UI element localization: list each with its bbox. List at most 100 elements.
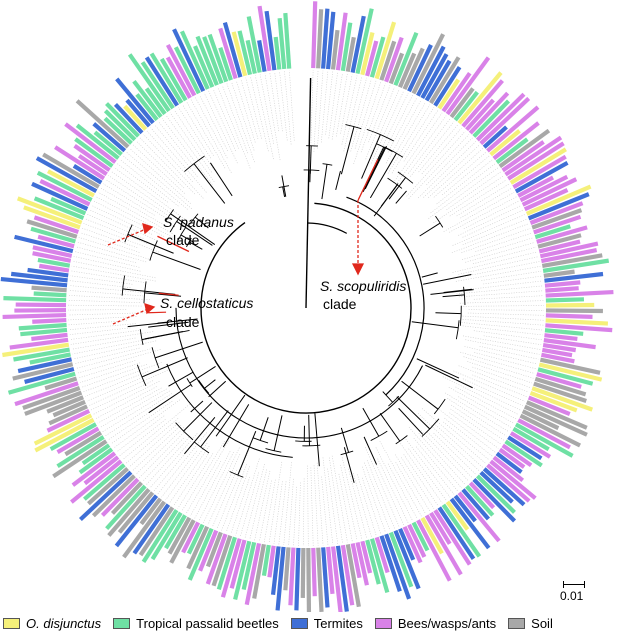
leaf-leader — [449, 412, 499, 449]
leaf-leader — [68, 295, 150, 300]
leaf-leader — [278, 481, 287, 545]
habitat-bar — [479, 96, 531, 146]
tree-arc — [397, 171, 414, 184]
habitat-bar — [165, 56, 192, 99]
habitat-bar — [355, 8, 374, 75]
tree-arc — [200, 202, 412, 414]
leaf-leader — [264, 73, 281, 161]
leaf-leader — [72, 260, 156, 279]
habitat-bar — [398, 52, 417, 88]
leaf-leader — [71, 265, 156, 282]
leaf-leader — [77, 241, 147, 263]
leaf-leader — [70, 330, 139, 340]
leaf-leader — [142, 437, 184, 482]
habitat-bar — [536, 372, 582, 389]
leaf-leader — [113, 167, 185, 220]
habitat-bar — [519, 413, 581, 448]
leaf-leader — [435, 424, 483, 468]
leaf-leader — [460, 325, 543, 336]
leaf-leader — [350, 79, 372, 152]
leaf-leader — [413, 437, 459, 492]
habitat-bar — [2, 342, 70, 358]
leaf-leader — [458, 256, 539, 275]
leaf-leader — [68, 299, 140, 303]
habitat-bar — [509, 431, 552, 459]
habitat-bar — [125, 98, 151, 128]
habitat-bar — [495, 137, 529, 165]
tree-branch — [157, 235, 190, 253]
habitat-bar — [519, 174, 569, 203]
habitat-bar — [39, 179, 91, 207]
habitat-bar — [81, 443, 111, 466]
leaf-leader — [268, 461, 283, 544]
leaf-leader — [83, 223, 160, 253]
habitat-bar — [37, 234, 75, 249]
leaf-leader — [225, 466, 250, 533]
habitat-bar — [2, 312, 67, 320]
tree-arc — [387, 177, 403, 189]
habitat-bar — [492, 455, 525, 483]
leaf-leader — [95, 386, 157, 420]
arrow-padanus — [107, 228, 147, 246]
leaf-leader — [139, 430, 186, 479]
habitat-bar — [486, 463, 531, 503]
leaf-leader — [423, 144, 480, 198]
leaf-leader — [387, 463, 418, 519]
habitat-bar — [537, 233, 582, 249]
leaf-leader — [430, 163, 496, 214]
habitat-bar — [144, 87, 167, 116]
habitat-bar — [283, 547, 291, 591]
legend-label: O. disjunctus — [26, 615, 102, 631]
leaf-leader — [404, 436, 451, 498]
tree-branch — [208, 380, 227, 398]
habitat-bar — [393, 31, 419, 87]
leaf-leader — [420, 430, 470, 482]
habitat-bar — [275, 546, 286, 611]
habitat-bar — [36, 170, 93, 202]
habitat-bar — [429, 56, 461, 105]
habitat-color-ring — [0, 1, 614, 612]
leaf-leader — [459, 261, 540, 278]
swatch-bees-wasps-ants — [374, 617, 392, 629]
leaf-leader — [481, 270, 542, 281]
habitat-bar — [9, 337, 69, 350]
tree-branch — [282, 186, 286, 198]
habitat-bar — [138, 506, 175, 557]
tree-branch — [362, 147, 386, 193]
tree-branch — [308, 414, 310, 446]
leaf-leader — [460, 351, 535, 374]
habitat-bar — [479, 470, 514, 504]
leaf-leader — [456, 183, 510, 217]
habitat-bar — [345, 543, 361, 608]
habitat-bar — [205, 533, 228, 585]
tree-branch — [411, 321, 459, 329]
tree-branch — [364, 145, 387, 190]
leaf-leader — [68, 290, 144, 297]
leaf-leader — [185, 440, 229, 514]
habitat-bar — [20, 327, 68, 337]
habitat-bar — [330, 29, 340, 70]
leaf-leader — [79, 362, 141, 383]
leaf-leader — [293, 486, 297, 546]
leaf-leader — [69, 327, 131, 335]
leaf-leader — [273, 481, 283, 544]
leaf-leader — [208, 90, 236, 152]
habitat-bar — [542, 342, 577, 353]
leaf-leader — [212, 469, 238, 527]
habitat-bar — [482, 125, 508, 149]
tree-branch — [209, 162, 233, 197]
habitat-bar — [50, 196, 87, 216]
leaf-leader — [357, 474, 377, 536]
leaf-leader — [298, 482, 301, 546]
swatch-soil — [508, 617, 526, 629]
leaf-leader — [320, 70, 329, 143]
habitat-bar — [270, 546, 281, 596]
leaf-leader — [235, 80, 256, 143]
tree-branch — [430, 289, 474, 295]
tree-arc — [265, 448, 282, 453]
tree-arc — [322, 163, 333, 166]
habitat-bar — [379, 535, 402, 592]
leaf-leader — [428, 148, 483, 198]
tree-branch — [363, 436, 378, 465]
tree-arc — [455, 320, 460, 340]
